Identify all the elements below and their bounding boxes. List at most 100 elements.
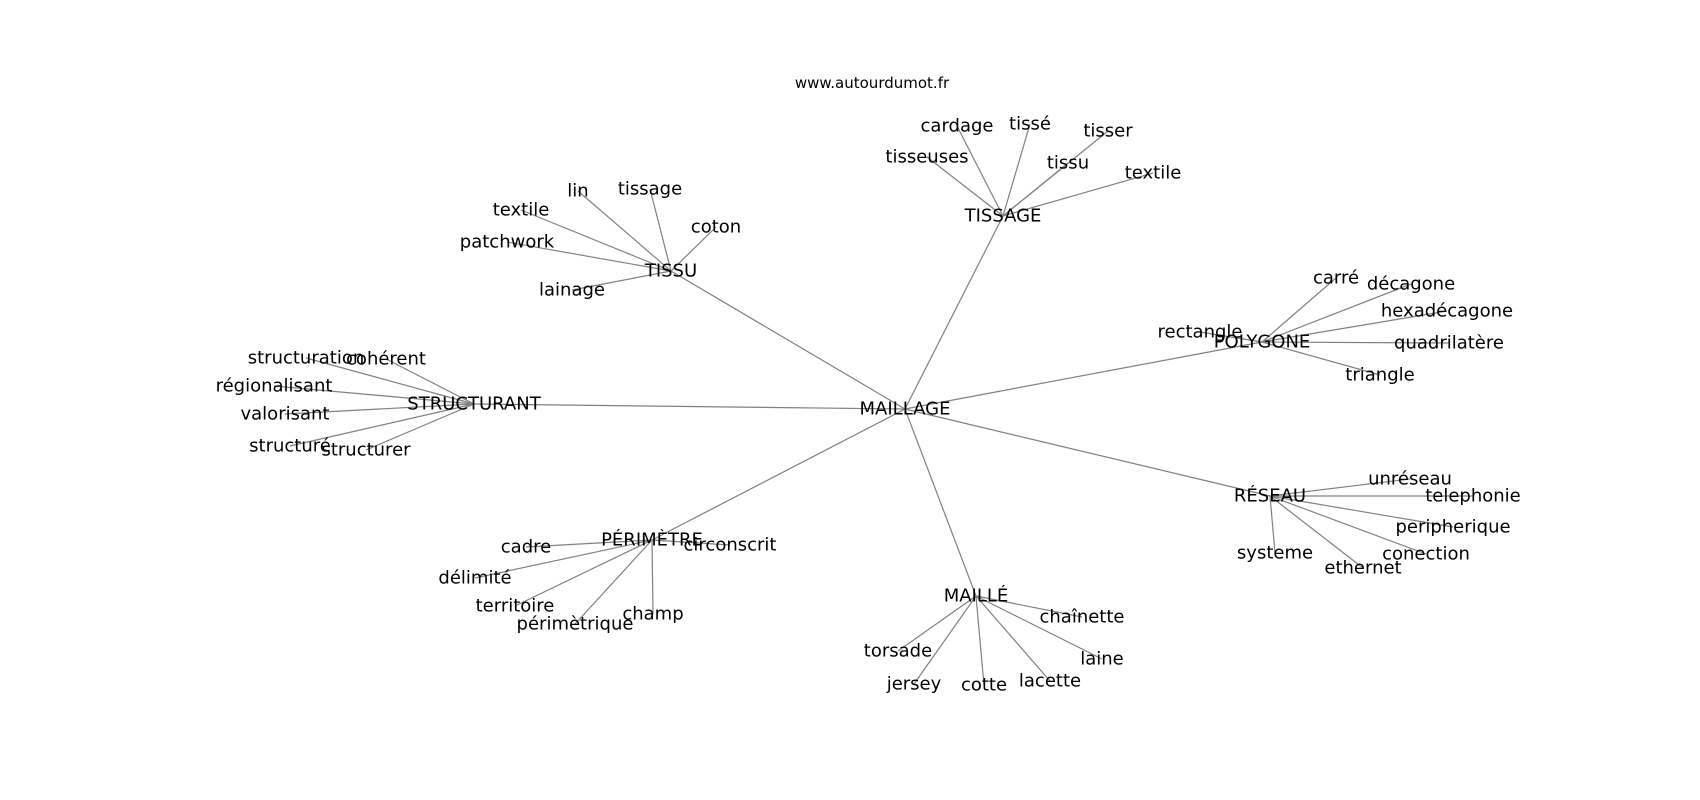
edge-tissu-lainage	[571, 270, 672, 291]
word-node-territoire: territoire	[476, 596, 555, 617]
edge-polygone-decagone	[1261, 283, 1412, 343]
edge-reseau-ethernet	[1269, 495, 1364, 569]
edge-polygone-quadrilatere	[1261, 341, 1450, 344]
edge-perimetre-delimite	[474, 539, 653, 579]
word-node-structure: structuré	[249, 436, 331, 457]
edge-maillage-tissage	[904, 215, 1004, 410]
word-node-hexadecagone: hexadécagone	[1381, 301, 1513, 322]
word-node-telephonie: telephonie	[1425, 486, 1521, 507]
hub-node-perimetre: PÉRIMÈTRE	[601, 529, 703, 551]
word-node-champ: champ	[622, 604, 683, 625]
word-node-coherent: cohérent	[346, 349, 426, 370]
edge-tissu-patchwork	[506, 241, 672, 272]
word-node-tissu-w: tissu	[1047, 153, 1089, 174]
hub-node-tissu: TISSU	[644, 261, 697, 282]
word-node-chainette: chaînette	[1039, 607, 1124, 628]
edge-maille-laine	[975, 595, 1103, 660]
word-node-tisser: tisser	[1083, 121, 1133, 142]
node-maillage: MAILLAGE	[860, 399, 951, 420]
word-node-conection: conection	[1382, 544, 1470, 565]
word-node-tisse: tissé	[1009, 114, 1051, 135]
word-node-lacette: lacette	[1019, 671, 1081, 692]
word-node-structurer: structurer	[321, 440, 411, 461]
edge-perimetre-cadre	[525, 539, 653, 548]
edge-polygone-triangle	[1261, 341, 1381, 376]
hub-node-polygone: POLYGONE	[1214, 332, 1311, 353]
word-node-coton: coton	[691, 217, 741, 238]
graph-labels: MAILLAGE TISSAGE cardage tissé tisser tisseus…	[216, 114, 1521, 696]
word-node-peripherique: peripherique	[1395, 517, 1510, 538]
word-node-tissage-w: tissage	[618, 179, 682, 200]
edge-perimetre-champ	[651, 539, 654, 615]
edge-maille-cotte	[975, 595, 985, 686]
edge-structurant-coherent	[385, 358, 475, 405]
edge-structurant-structuration	[305, 357, 475, 405]
word-node-rectangle: rectangle	[1158, 322, 1243, 343]
graph-edges	[273, 123, 1473, 686]
edge-tissage-textile-t	[1002, 172, 1154, 217]
word-node-textile-t: textile	[1125, 163, 1182, 184]
edge-maille-torsade	[897, 595, 977, 652]
word-node-valorisant: valorisant	[241, 404, 330, 425]
word-node-triangle: triangle	[1345, 365, 1414, 386]
word-node-tisseuses: tisseuses	[885, 147, 968, 168]
word-node-delimite: délimité	[438, 568, 511, 589]
edge-tissage-tisseuses	[926, 156, 1004, 217]
edge-maillage-reseau	[904, 408, 1271, 497]
word-node-laine: laine	[1080, 649, 1124, 670]
word-node-perimetrique: périmètrique	[517, 614, 634, 635]
edge-perimetre-circonscrit	[651, 539, 731, 546]
edge-tissu-lin	[577, 190, 672, 272]
hub-node-maille: MAILLÉ	[944, 585, 1009, 607]
edge-maille-jersey	[913, 595, 977, 685]
edge-tissu-textile-u	[520, 209, 672, 272]
word-node-ethernet: ethernet	[1324, 558, 1401, 579]
word-node-cotte: cotte	[961, 675, 1007, 696]
edge-reseau-conection	[1269, 495, 1427, 555]
edge-maillage-structurant	[473, 403, 906, 410]
edge-tissu-coton	[670, 226, 717, 272]
edge-tissage-cardage	[956, 125, 1004, 217]
word-node-systeme: systeme	[1237, 543, 1313, 564]
word-node-quadrilatere: quadrilatère	[1394, 333, 1504, 354]
edge-reseau-peripherique	[1269, 495, 1454, 528]
edge-perimetre-perimetrique	[574, 539, 653, 625]
edge-polygone-rectangle	[1199, 331, 1263, 343]
edge-polygone-carre	[1261, 277, 1337, 343]
edge-tissage-tissu-w	[1002, 162, 1069, 217]
edge-tissage-tisse	[1002, 123, 1031, 217]
source-label: www.autourdumot.fr	[795, 74, 950, 92]
word-node-textile-u: textile	[493, 200, 550, 221]
edge-maillage-polygone	[904, 341, 1263, 410]
edge-maille-chainette	[975, 595, 1083, 618]
edge-maille-lacette	[975, 595, 1051, 682]
edge-maillage-perimetre	[651, 408, 906, 541]
hub-node-reseau: RÉSEAU	[1234, 485, 1306, 507]
word-node-jersey: jersey	[886, 674, 942, 695]
hub-node-structurant: STRUCTURANT	[407, 394, 541, 415]
word-node-carre: carré	[1313, 268, 1359, 289]
edge-structurant-structurer	[365, 403, 475, 451]
edge-reseau-systeme	[1269, 495, 1276, 554]
edge-structurant-structure	[289, 403, 475, 447]
word-node-cardage: cardage	[921, 116, 994, 137]
word-node-unreseau: unréseau	[1368, 469, 1452, 490]
word-node-circonscrit: circonscrit	[684, 535, 777, 556]
edge-reseau-unreseau	[1269, 478, 1411, 497]
word-node-cadre: cadre	[501, 537, 551, 558]
edge-polygone-hexadecagone	[1261, 310, 1448, 343]
word-node-decagone: décagone	[1367, 274, 1455, 295]
edge-structurant-regionalisant	[273, 385, 475, 405]
word-node-patchwork: patchwork	[460, 232, 555, 253]
edge-tissu-tissage-w	[649, 188, 672, 272]
word-node-structuration: structuration	[248, 348, 365, 369]
word-node-torsade: torsade	[864, 641, 932, 662]
edge-structurant-valorisant	[284, 403, 475, 415]
word-node-regionalisant: régionalisant	[216, 376, 333, 397]
edge-maillage-maille	[904, 408, 977, 597]
hub-node-tissage: TISSAGE	[964, 206, 1042, 227]
word-node-lainage: lainage	[539, 280, 605, 301]
word-node-lin: lin	[567, 181, 588, 202]
edge-maillage-tissu	[670, 270, 906, 410]
